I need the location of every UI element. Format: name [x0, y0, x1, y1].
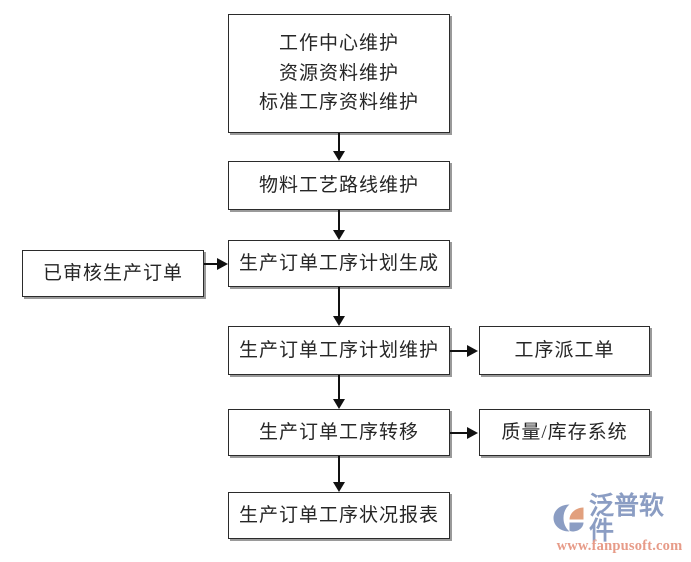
node-line: 质量/库存系统 — [501, 421, 628, 443]
arrow-approved-to-plan-generate — [217, 258, 228, 270]
connector-transfer-to-report — [338, 456, 340, 484]
node-line: 生产订单工序状况报表 — [238, 504, 439, 526]
arrow-route-to-plan-generate — [333, 230, 345, 240]
node-line: 工序派工单 — [514, 339, 615, 361]
watermark-brand-text: 泛普软件 — [589, 491, 665, 545]
watermark: 泛普软件 www.fanpusoft.com — [552, 493, 687, 558]
arrow-transfer-to-quality — [467, 427, 478, 439]
operation-transfer-node[interactable]: 生产订单工序转移 — [228, 409, 450, 456]
approved-production-order-node[interactable]: 已审核生产订单 — [22, 250, 204, 297]
watermark-url-text: www.fanpusoft.com — [556, 538, 683, 554]
node-line: 标准工序资料维护 — [258, 92, 419, 114]
connector-transfer-to-quality — [450, 432, 469, 434]
operation-status-report-node[interactable]: 生产订单工序状况报表 — [228, 492, 450, 539]
connector-base-to-route — [338, 133, 340, 153]
operation-plan-generate-node[interactable]: 生产订单工序计划生成 — [228, 240, 450, 287]
material-routing-maintenance-node[interactable]: 物料工艺路线维护 — [228, 161, 450, 210]
node-line: 工作中心维护 — [278, 33, 399, 55]
node-line: 已审核生产订单 — [42, 262, 183, 284]
node-line: 生产订单工序计划维护 — [238, 339, 439, 361]
operation-dispatch-order-node[interactable]: 工序派工单 — [479, 326, 650, 375]
node-line: 生产订单工序转移 — [258, 421, 419, 443]
operation-plan-maintenance-node[interactable]: 生产订单工序计划维护 — [228, 326, 450, 375]
basic-data-maintenance-node[interactable]: 工作中心维护 资源资料维护 标准工序资料维护 — [228, 14, 450, 133]
arrow-plan-maintenance-to-dispatch — [467, 345, 478, 357]
connector-approved-to-plan-generate — [204, 263, 220, 265]
arrow-plan-maintenance-to-transfer — [333, 399, 345, 409]
arrow-plan-generate-to-plan-maintenance — [333, 316, 345, 326]
connector-plan-maintenance-to-transfer — [338, 375, 340, 401]
arrow-transfer-to-report — [333, 482, 345, 492]
arrow-base-to-route — [333, 151, 345, 161]
connector-plan-maintenance-to-dispatch — [450, 350, 469, 352]
node-line: 资源资料维护 — [278, 62, 399, 84]
connector-route-to-plan-generate — [338, 210, 340, 232]
node-line: 生产订单工序计划生成 — [238, 252, 439, 274]
fanpusoft-logo-icon — [552, 502, 586, 534]
connector-plan-generate-to-plan-maintenance — [338, 287, 340, 318]
quality-inventory-system-node[interactable]: 质量/库存系统 — [479, 409, 650, 456]
watermark-brand-row: 泛普软件 — [552, 493, 687, 543]
node-line: 物料工艺路线维护 — [258, 174, 419, 196]
